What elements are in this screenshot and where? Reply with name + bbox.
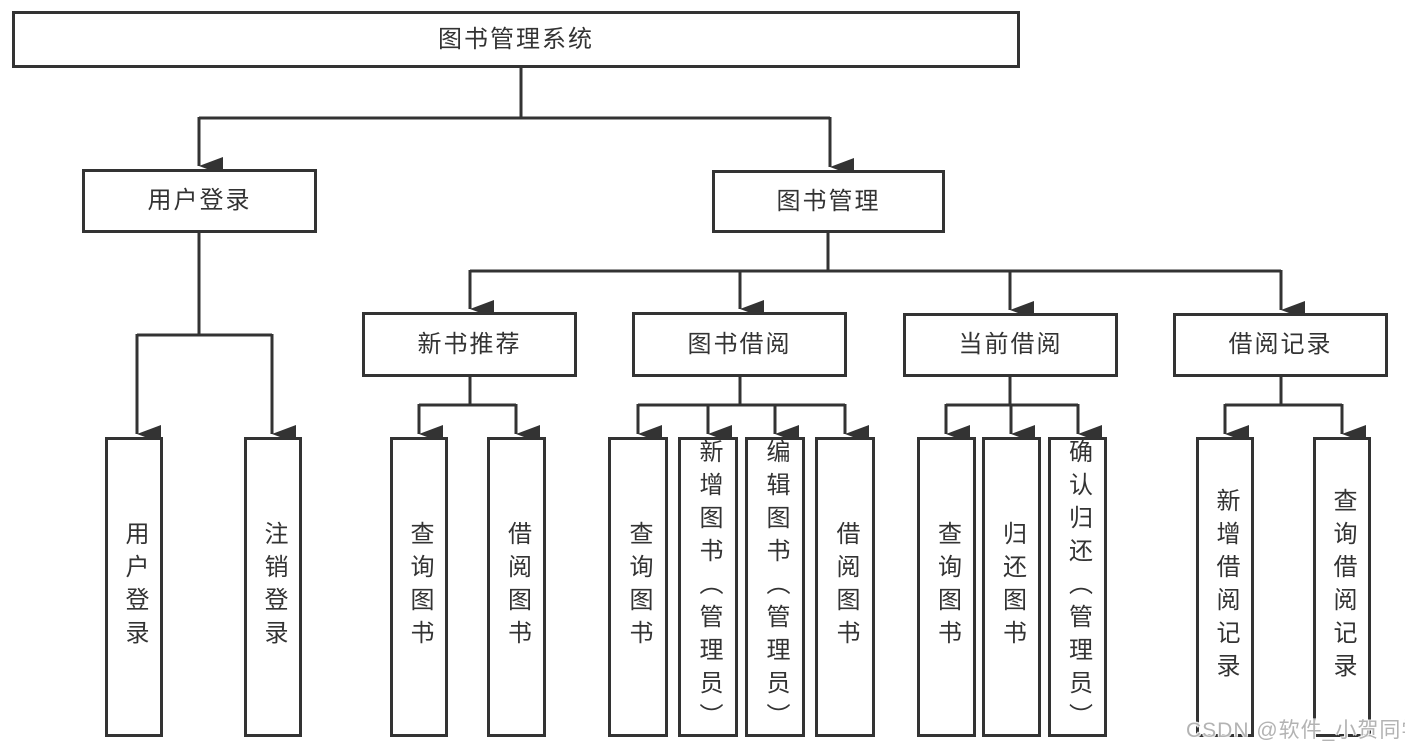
leaf-current-query-book: 查询图书	[917, 437, 976, 737]
node-new-book-recommend-label: 新书推荐	[417, 330, 522, 358]
leaf-recommend-borrow-book: 借阅图书	[487, 437, 546, 737]
leaf-confirm-return-admin-label: 确认归还（管理员）	[1064, 438, 1092, 736]
leaf-query-borrow-record-label: 查询借阅记录	[1329, 488, 1356, 686]
leaf-query-borrow-record: 查询借阅记录	[1313, 437, 1371, 737]
node-book-management-branch: 图书管理	[712, 170, 945, 233]
leaf-logout: 注销登录	[244, 437, 302, 737]
leaf-add-borrow-record-label: 新增借阅记录	[1212, 488, 1239, 686]
leaf-recommend-query-book-label: 查询图书	[406, 521, 433, 653]
leaf-current-query-book-label: 查询图书	[933, 521, 961, 653]
leaf-return-book: 归还图书	[982, 437, 1041, 737]
node-book-management-branch-label: 图书管理	[776, 187, 881, 215]
leaf-confirm-return-admin: 确认归还（管理员）	[1048, 437, 1107, 737]
leaf-user-login-label: 用户登录	[121, 521, 148, 653]
node-current-borrow-label: 当前借阅	[958, 331, 1063, 358]
node-current-borrow: 当前借阅	[903, 313, 1118, 377]
leaf-borrow-query-book-label: 查询图书	[625, 521, 652, 653]
node-book-borrow-label: 图书借阅	[687, 330, 792, 358]
leaf-borrow-book: 借阅图书	[815, 437, 875, 737]
leaf-add-book-admin-label: 新增图书（管理员）	[695, 438, 722, 736]
leaf-edit-book-admin: 编辑图书（管理员）	[745, 437, 805, 737]
node-user-login-branch: 用户登录	[82, 169, 317, 233]
node-root-system: 图书管理系统	[12, 11, 1020, 68]
leaf-logout-label: 注销登录	[260, 521, 287, 653]
leaf-user-login: 用户登录	[105, 437, 163, 737]
leaf-recommend-query-book: 查询图书	[390, 437, 448, 737]
node-book-borrow: 图书借阅	[632, 312, 847, 377]
leaf-recommend-borrow-book-label: 借阅图书	[503, 521, 531, 653]
node-borrow-record-label: 借阅记录	[1228, 331, 1333, 358]
node-borrow-record: 借阅记录	[1173, 313, 1388, 377]
leaf-add-book-admin: 新增图书（管理员）	[678, 437, 738, 737]
leaf-edit-book-admin-label: 编辑图书（管理员）	[762, 438, 789, 736]
node-root-system-label: 图书管理系统	[438, 25, 594, 53]
csdn-watermark: CSDN @软件_小贺同学	[1186, 719, 1405, 742]
node-user-login-branch-label: 用户登录	[147, 187, 252, 214]
leaf-add-borrow-record: 新增借阅记录	[1196, 437, 1254, 737]
leaf-borrow-query-book: 查询图书	[608, 437, 668, 737]
node-new-book-recommend: 新书推荐	[362, 312, 577, 377]
leaf-borrow-book-label: 借阅图书	[832, 521, 859, 653]
leaf-return-book-label: 归还图书	[998, 521, 1026, 653]
